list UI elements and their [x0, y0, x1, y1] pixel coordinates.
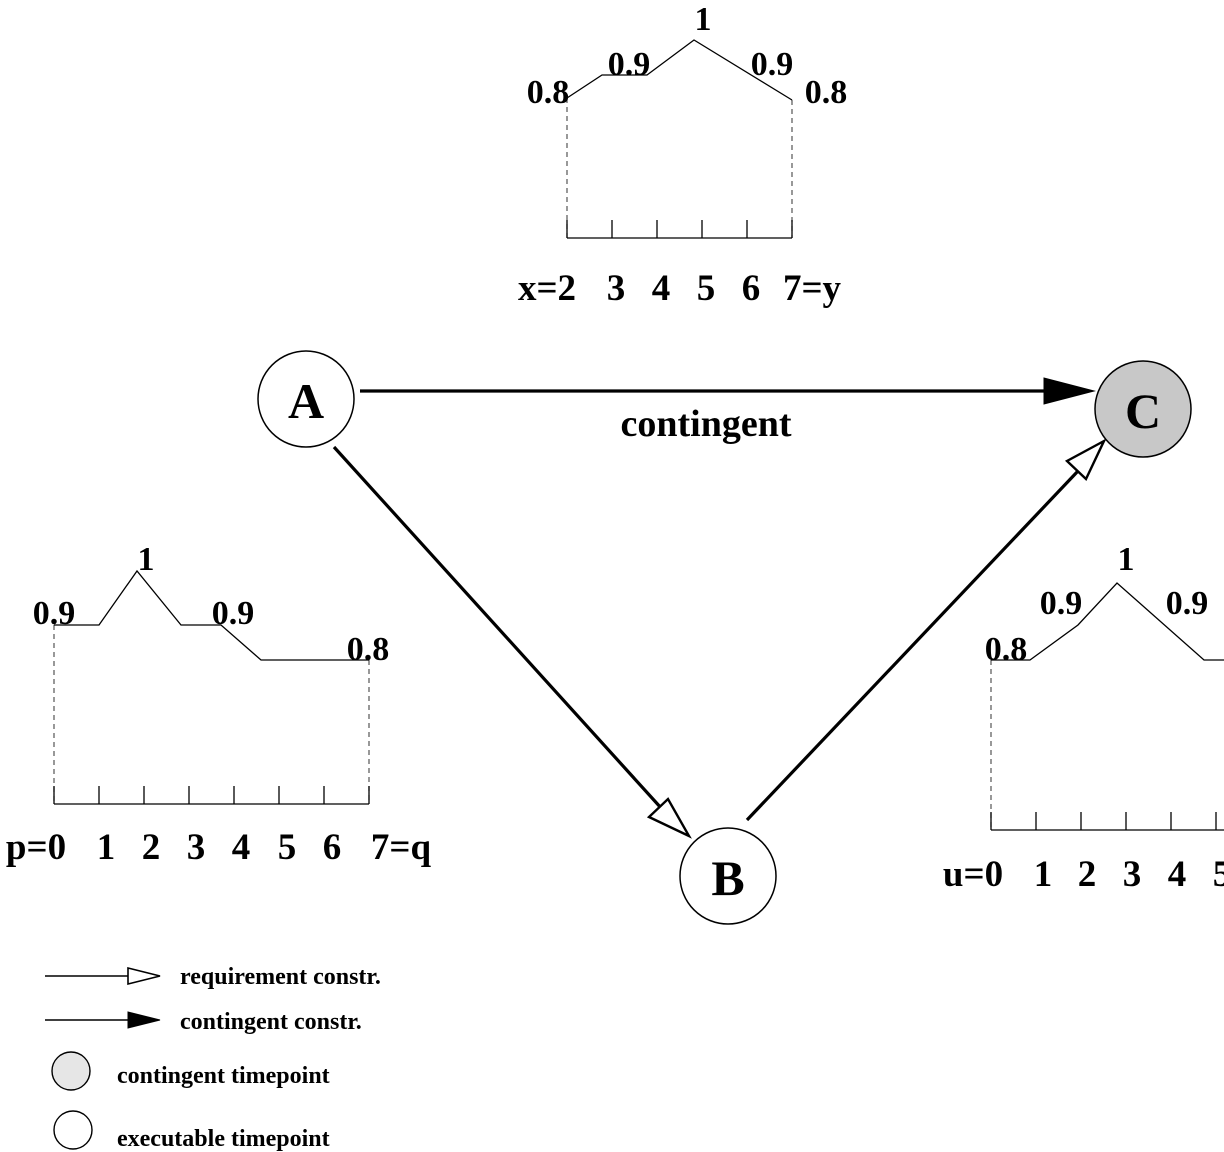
profile-top-tick-label: 7=y — [783, 268, 842, 309]
legend-executable-timepoint: executable timepoint — [53, 1110, 330, 1152]
profile-top-tick-label: x=2 — [518, 268, 576, 309]
node-b-label: B — [711, 850, 744, 906]
profile-left: p=0 1 2 3 4 5 6 7=q 0.9 1 0.9 0.8 — [6, 541, 432, 868]
profile-right: u=0 1 2 3 4 5 0.8 0.9 1 0.9 — [943, 541, 1224, 895]
legend-requirement-label: requirement constr. — [180, 964, 381, 990]
profile-left-value-label: 1 — [138, 541, 155, 578]
node-c: C — [1094, 360, 1192, 458]
profile-right-tick-label: 4 — [1168, 854, 1187, 895]
hollow-arrowhead-icon — [1064, 438, 1107, 482]
node-b: B — [679, 827, 777, 925]
profile-top-value-label: 0.9 — [608, 46, 651, 83]
legend-contingent-timepoint: contingent timepoint — [51, 1051, 330, 1091]
legend-executable-timepoint-label: executable timepoint — [117, 1126, 330, 1152]
profile-top-tick-label: 4 — [652, 268, 671, 309]
profile-top-value-label: 0.9 — [751, 46, 794, 83]
profile-top-ticks — [566, 220, 793, 238]
edge-a-to-c-label: contingent — [621, 403, 792, 445]
hollow-arrowhead-icon — [127, 966, 161, 986]
profile-right-tick-label: 2 — [1078, 854, 1097, 895]
profile-right-tick-label: u=0 — [943, 854, 1003, 895]
profile-top-value-label: 1 — [695, 1, 712, 38]
legend-contingent-constr-label: contingent constr. — [180, 1009, 362, 1035]
profile-left-tick-label: 7=q — [371, 827, 432, 868]
profile-top-value-label: 0.8 — [527, 74, 570, 111]
hollow-arrowhead-icon — [646, 797, 692, 839]
profile-left-tick-label: 6 — [323, 827, 342, 868]
profile-top-tick-label: 6 — [742, 268, 761, 309]
profile-right-ticks — [990, 812, 1217, 830]
profile-left-ticks — [53, 786, 370, 804]
profile-top-tick-label: 3 — [607, 268, 626, 309]
profile-right-value-label: 0.9 — [1040, 585, 1083, 622]
profile-left-tick-label: 2 — [142, 827, 161, 868]
edge-b-to-c — [745, 438, 1107, 822]
profile-left-value-label: 0.9 — [33, 595, 76, 632]
legend: requirement constr. contingent constr. c… — [45, 964, 381, 1152]
profile-top-value-label: 0.8 — [805, 74, 848, 111]
profile-left-tick-label: 5 — [278, 827, 297, 868]
profile-left-tick-label: 4 — [232, 827, 251, 868]
node-a-label: A — [288, 373, 324, 429]
legend-contingent-timepoint-label: contingent timepoint — [117, 1063, 330, 1089]
profile-top-tick-label: 5 — [697, 268, 716, 309]
profile-left-value-label: 0.9 — [212, 595, 255, 632]
profile-top-curve — [566, 39, 793, 101]
profile-right-value-label: 1 — [1118, 541, 1135, 578]
profile-left-curve — [54, 569, 369, 661]
filled-arrowhead-icon — [127, 1011, 161, 1029]
edge-a-to-c: contingent — [360, 377, 1096, 445]
contingent-timepoint-icon — [51, 1051, 91, 1091]
legend-contingent-constr: contingent constr. — [45, 1009, 362, 1035]
profile-right-tick-label: 1 — [1034, 854, 1053, 895]
node-a: A — [257, 350, 355, 448]
executable-timepoint-icon — [53, 1110, 93, 1150]
profile-left-tick-label: p=0 — [6, 827, 66, 868]
profile-right-value-label: 0.9 — [1166, 585, 1209, 622]
profile-right-curve — [991, 582, 1224, 661]
profile-left-tick-label: 3 — [187, 827, 206, 868]
profile-top: x=2 3 4 5 6 7=y 0.8 0.9 1 0.9 0.8 — [518, 1, 847, 309]
node-c-label: C — [1125, 383, 1161, 439]
filled-arrowhead-icon — [1043, 377, 1096, 405]
profile-right-tick-label: 3 — [1123, 854, 1142, 895]
profile-right-tick-label: 5 — [1213, 854, 1224, 895]
legend-requirement: requirement constr. — [45, 964, 381, 990]
profile-right-value-label: 0.8 — [985, 631, 1028, 668]
edge-a-to-b — [332, 445, 692, 839]
profile-left-tick-label: 1 — [97, 827, 116, 868]
profile-left-value-label: 0.8 — [347, 631, 390, 668]
